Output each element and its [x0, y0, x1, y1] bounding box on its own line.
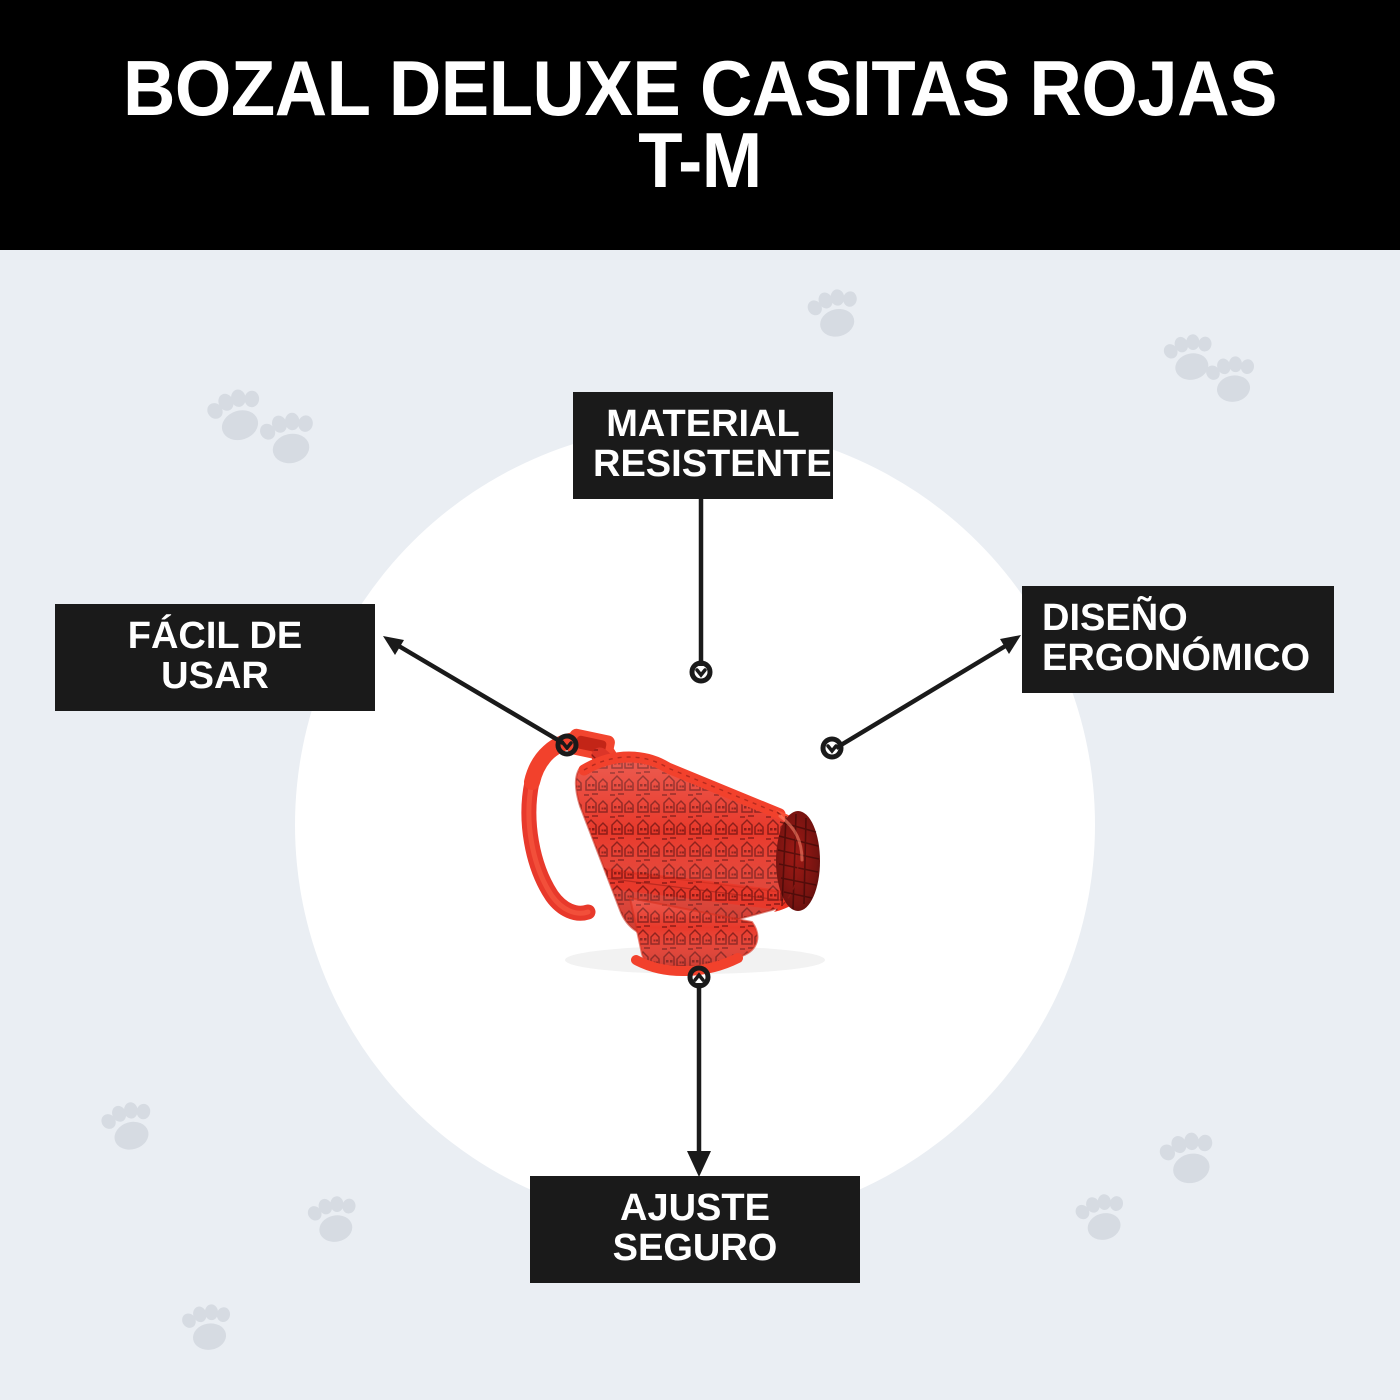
paw-print-icon — [1068, 1184, 1136, 1252]
paw-print-icon — [1157, 325, 1223, 391]
feature-label-facil-de-usar[interactable]: FÁCIL DE USAR — [55, 604, 375, 711]
feature-label-diseno-ergonomico[interactable]: DISEÑO ERGONÓMICO — [1022, 586, 1334, 693]
product-image-bozal — [480, 660, 920, 990]
paw-print-icon — [1200, 348, 1265, 413]
page-title: BOZAL DELUXE CASITAS ROJAS T-M — [122, 44, 1278, 204]
paw-print-icon — [252, 402, 326, 476]
paw-print-icon — [176, 1296, 241, 1361]
header-bar: BOZAL DELUXE CASITAS ROJAS T-M — [0, 0, 1400, 250]
paw-print-icon — [1151, 1121, 1226, 1196]
paw-print-icon — [301, 1187, 367, 1253]
feature-label-ajuste-seguro[interactable]: AJUSTE SEGURO — [530, 1176, 860, 1283]
paw-print-icon — [198, 377, 276, 455]
paw-print-icon — [93, 1091, 165, 1163]
feature-label-material-resistente[interactable]: MATERIAL RESISTENTE — [573, 392, 833, 499]
paw-print-icon — [800, 279, 870, 349]
